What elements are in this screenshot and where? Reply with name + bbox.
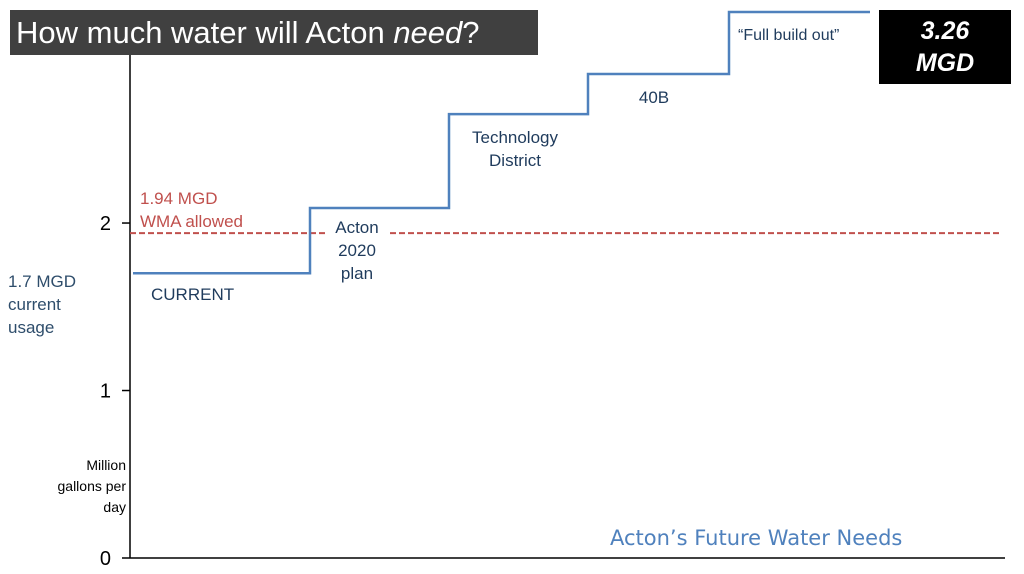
step-label-line: 40B (638, 88, 670, 107)
total-callout: 3.26 MGD (879, 10, 1011, 84)
step-label-full-build-out: “Full build out” (738, 24, 839, 47)
step-label-line: Acton (335, 218, 379, 237)
current-usage-line: 1.7 MGD (8, 272, 77, 291)
step-label-technology-district: Technology District (455, 126, 575, 172)
y-axis-label-line: Million (86, 457, 126, 473)
title-emphasis: need (393, 15, 463, 50)
chart-caption: Acton’s Future Water Needs (610, 526, 903, 550)
step-label-line: District (489, 151, 541, 170)
step-label-line: Technology (471, 128, 558, 147)
current-usage-line: current (8, 295, 61, 314)
step-label-current: CURRENT (151, 283, 234, 306)
step-label-line: “Full build out” (738, 27, 840, 44)
step-label-line: 2020 (338, 241, 376, 260)
y-tick-label: 1 (100, 381, 111, 403)
step-label-line: plan (340, 264, 374, 283)
y-tick-label: 0 (100, 548, 111, 570)
wma-allowed-note: 1.94 MGD WMA allowed (140, 187, 243, 233)
y-axis-label-line: gallons per (57, 478, 127, 494)
page-title: How much water will Acton need? (10, 10, 538, 55)
step-label-line: CURRENT (151, 285, 235, 304)
callout-unit: MGD (915, 49, 975, 77)
wma-note-line: 1.94 MGD (140, 189, 218, 208)
title-suffix: ? (462, 15, 480, 50)
y-axis-label: Million gallons per day (20, 455, 127, 518)
step-label-acton-2020: Acton 2020 plan (320, 216, 394, 285)
y-tick-label: 2 (100, 213, 111, 235)
step-label-40b: 40B (632, 86, 676, 109)
callout-value: 3.26 (920, 17, 970, 45)
current-usage-line: usage (8, 318, 55, 337)
y-ticks: 0 1 2 (100, 213, 130, 570)
step-series-line (133, 10, 870, 275)
current-usage-note: 1.7 MGD current usage (8, 270, 76, 339)
y-axis-label-line: day (103, 499, 126, 515)
title-prefix: How much water will Acton (16, 15, 394, 50)
wma-note-line: WMA allowed (140, 212, 243, 231)
